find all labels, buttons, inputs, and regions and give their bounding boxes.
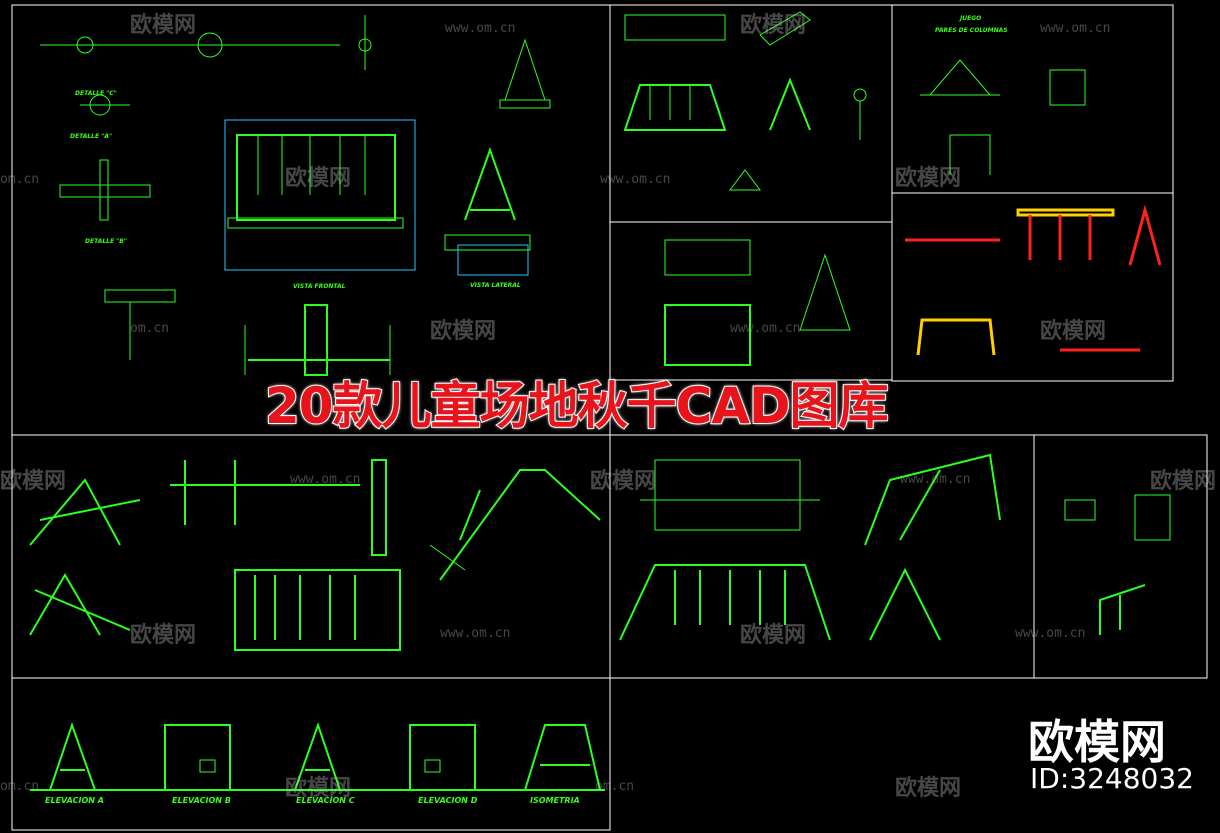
watermark-url: www.om.cn	[730, 321, 800, 336]
asset-id: ID:3248032	[1030, 762, 1194, 795]
watermark-brand: 欧模网	[895, 165, 961, 191]
watermarks: 欧模网 www.om.cn 欧模网 www.om.cn 欧模网 om.cn ww…	[0, 12, 1216, 801]
label-elevacion-d: ELEVACION D	[418, 796, 478, 805]
label-elevacion-c: ELEVACION C	[296, 796, 355, 805]
panel-b-drawings	[623, 11, 867, 191]
label-isometria: ISOMETRIA	[530, 796, 580, 805]
panel-borders	[11, 4, 1208, 831]
watermark-brand: 欧模网	[895, 775, 961, 801]
watermark-url: om.cn	[595, 779, 634, 794]
watermark-brand: 欧模网	[285, 775, 351, 801]
watermark-url: www.om.cn	[445, 21, 515, 36]
panel-e-drawings	[905, 204, 1162, 356]
label-elevacion-b: ELEVACION B	[172, 796, 231, 805]
label-pares: PARES DE COLUMNAS	[935, 27, 1008, 34]
label-detalle-c: DETALLE "C"	[75, 90, 117, 97]
watermark-url: om.cn	[130, 321, 169, 336]
label-vista-frontal: VISTA FRONTAL	[293, 283, 346, 290]
elevation-drawings: ELEVACION A ELEVACION B ELEVACION C ELEV…	[30, 721, 605, 805]
watermark-url: www.om.cn	[900, 472, 970, 487]
label-detalle-b: DETALLE "B"	[85, 238, 127, 245]
watermark-url: www.om.cn	[440, 626, 510, 641]
watermark-url: www.om.cn	[600, 172, 670, 187]
watermark-url: om.cn	[0, 779, 39, 794]
swing-detail-drawings: DETALLE "C" DETALLE "A" DETALLE "B" VIST…	[40, 15, 551, 376]
watermark-brand: 欧模网	[1150, 468, 1216, 494]
watermark-brand: 欧模网	[430, 318, 496, 344]
watermark-brand: 欧模网	[590, 468, 656, 494]
watermark-brand: 欧模网	[740, 622, 806, 648]
label-juego: JUEGO	[959, 15, 981, 22]
label-elevacion-a: ELEVACION A	[45, 796, 104, 805]
watermark-brand: 欧模网	[130, 12, 196, 38]
watermark-brand: 欧模网	[740, 12, 806, 38]
watermark-url: www.om.cn	[1040, 21, 1110, 36]
page-title: 20款儿童场地秋千CAD图库	[264, 376, 889, 436]
watermark-brand: 欧模网	[130, 622, 196, 648]
row2-drawings	[29, 453, 1171, 651]
panel-d-drawings	[664, 239, 851, 366]
watermark-brand: 欧模网	[0, 468, 66, 494]
watermark-url: om.cn	[0, 172, 39, 187]
brand-logo: 欧模网	[1028, 715, 1166, 769]
watermark-brand: 欧模网	[285, 165, 351, 191]
panel-c-drawings: JUEGO PARES DE COLUMNAS	[920, 15, 1086, 175]
label-detalle-a: DETALLE "A"	[70, 133, 112, 140]
watermark-url: www.om.cn	[1015, 626, 1085, 641]
watermark-brand: 欧模网	[1040, 318, 1106, 344]
watermark-url: www.om.cn	[290, 472, 360, 487]
label-vista-lateral: VISTA LATERAL	[470, 282, 521, 289]
